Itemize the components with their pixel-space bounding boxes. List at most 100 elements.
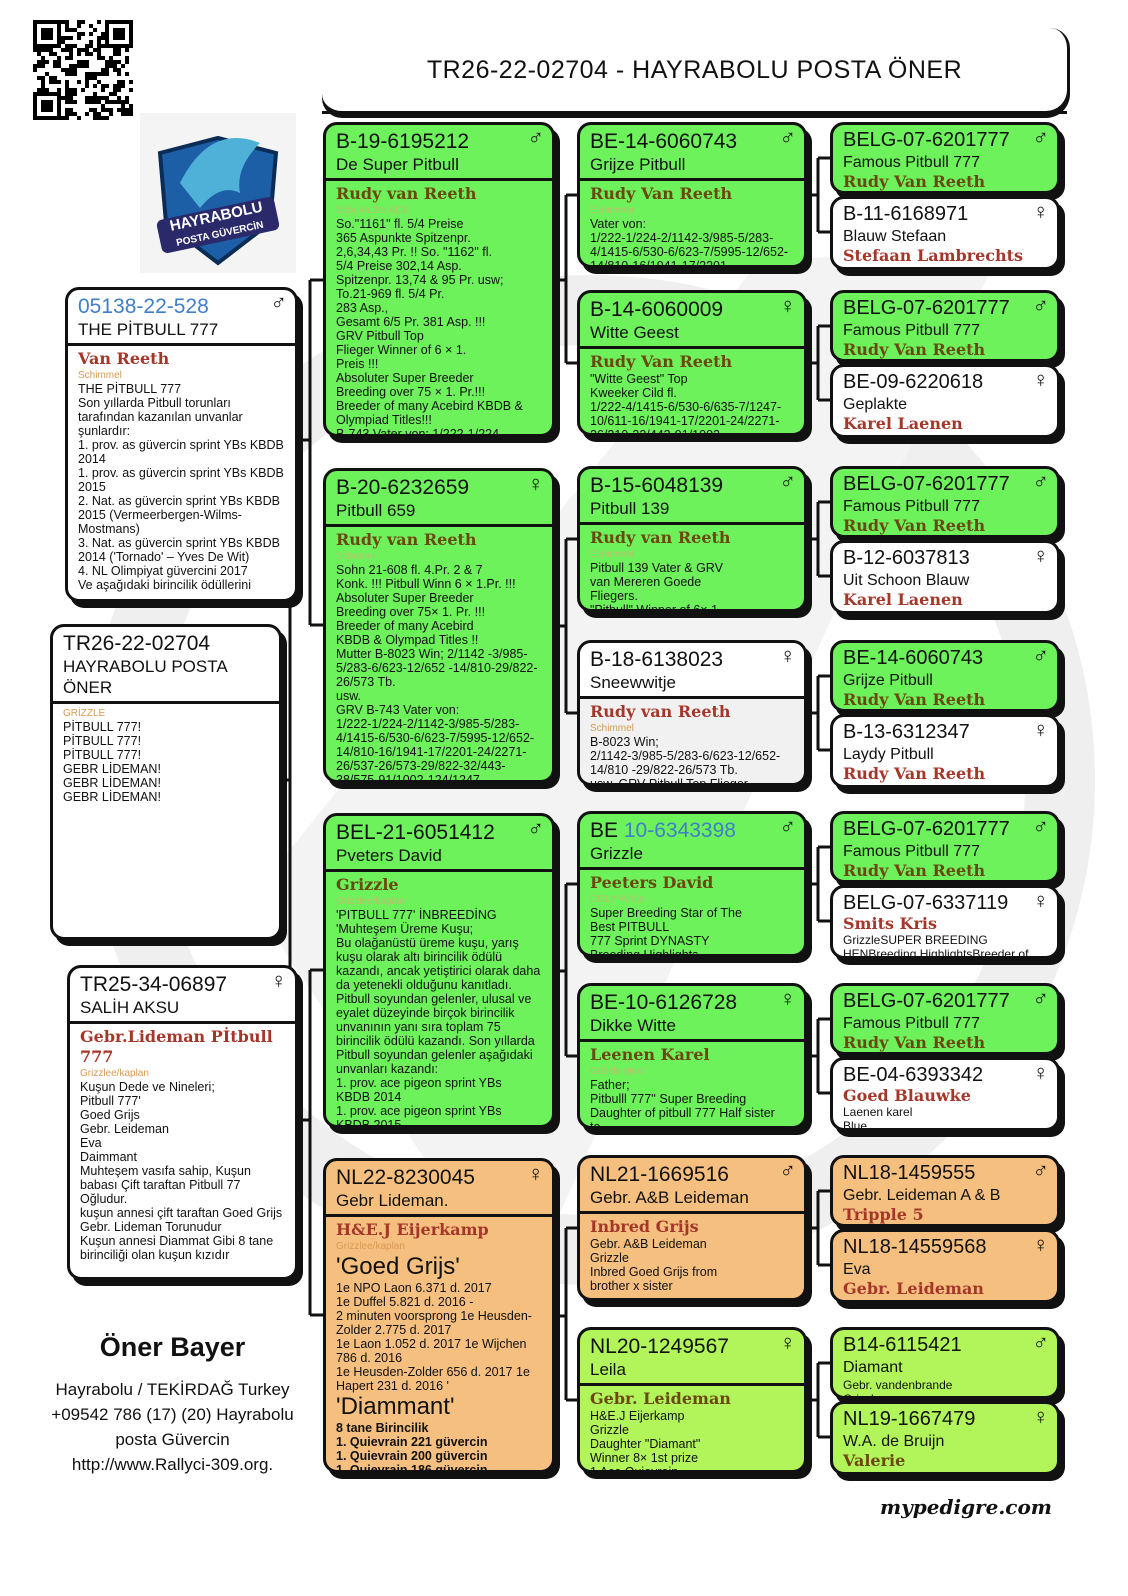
card-header: BE 10-6343398♂Grizzle: [580, 814, 804, 870]
ring-number: BE-09-6220618: [843, 371, 984, 393]
ring-number: BE 10-6343398: [590, 819, 794, 843]
notes: Pitbull 139 Vater & GRV van Mereren Goed…: [590, 561, 723, 612]
breeder: Tripple 5: [843, 1205, 924, 1224]
male-icon: ♂: [527, 816, 545, 841]
ring-number: BELG-07-6201777: [843, 990, 1010, 1012]
female-icon: ♀: [1032, 1232, 1050, 1257]
notes: So."1161" fl. 5/4 Preise 365 Aspunkte Sp…: [336, 217, 523, 437]
notes: Kuşun Dede ve Nineleri; Pitbull 777' Goe…: [80, 1080, 283, 1262]
bird-name: THE PİTBULL 777: [78, 320, 219, 339]
male-icon: ♂: [779, 1158, 797, 1183]
breeder: Rudy Van Reeth: [843, 516, 986, 535]
card-header: NL22-8230045♀Gebr Lideman.: [326, 1161, 552, 1217]
breeder: Rudy van Reeth: [590, 528, 731, 547]
ring-number: B-15-6048139: [590, 474, 724, 497]
ring-number: B-13-6312347: [843, 721, 970, 743]
breeder: Rudy van Reeth: [336, 184, 477, 203]
card-header: BEL-21-6051412♂Pveters David: [326, 816, 552, 872]
breeder: Gebr. Leideman: [590, 1389, 731, 1408]
plumage-color: DGLY White: [590, 894, 645, 905]
plumage-color: Schimmel: [590, 549, 634, 560]
notes: Gebr. A&B Leideman Grizzle Inbred Goed G…: [590, 1237, 718, 1293]
owner-phone: +09542 786 (17) (20) Hayrabolu posta Güv…: [51, 1405, 294, 1449]
male-icon: ♂: [270, 290, 288, 315]
female-icon: ♀: [779, 643, 797, 668]
owner-name: Öner Bayer: [99, 1332, 246, 1362]
bird-name: Famous Pitbull 777: [843, 843, 980, 860]
plumage-color: Schamel: [336, 551, 375, 562]
notes: Laenen karel Blue: [843, 1105, 913, 1131]
logo: HAYRABOLU POSTA GÜVERCİN: [140, 113, 296, 273]
notes: B-8023 Win; 2/1142-3/985-5/283-6/623-12/…: [590, 735, 781, 786]
plumage-color: Grizzle pied: [590, 1066, 643, 1077]
card-header: B-19-6195212♂De Super Pitbull: [326, 125, 552, 181]
bird-name: Gebr. Leideman A & B: [843, 1187, 1001, 1204]
owner-address: Hayrabolu / TEKİRDAĞ Turkey: [55, 1380, 290, 1399]
breeder: Rudy Van Reeth: [590, 352, 733, 371]
male-icon: ♂: [1032, 1330, 1050, 1355]
owner-website[interactable]: http://www.Rallyci-309.org.: [71, 1455, 274, 1474]
ring-number: NL21-1669516: [590, 1163, 729, 1186]
breeder: Leenen Karel: [590, 1045, 710, 1064]
bird-name: Famous Pitbull 777: [843, 1015, 980, 1032]
bird-name: Pitbull 659: [336, 501, 416, 520]
ring-number: BELG-07-6337119: [843, 892, 1009, 914]
breeder: Van Reeth: [78, 349, 170, 368]
bird-name: W.A. de Bruijn: [843, 1433, 945, 1450]
card-header: B-20-6232659♀Pitbull 659: [326, 471, 552, 527]
male-icon: ♂: [527, 125, 545, 150]
breeder: Rudy Van Reeth: [843, 764, 986, 783]
pedigree-card[interactable]: NL22-8230045♀Gebr Lideman.H&E.J Eijerkam…: [323, 1158, 555, 1473]
male-icon: ♂: [1032, 986, 1050, 1011]
ring-number: B-18-6138023: [590, 648, 724, 671]
ring-number: BE-14-6060743: [590, 130, 738, 153]
plumage-color: GRİZZLE: [63, 708, 106, 719]
bird-name: Grijze Pitbull: [590, 155, 686, 174]
ring-id: 10-6343398: [623, 819, 736, 842]
male-icon: ♂: [1032, 125, 1050, 150]
bird-name: Grijze Pitbull: [843, 672, 933, 689]
notes: Father; Pitbulll 777'' Super Breeding Da…: [590, 1078, 775, 1129]
